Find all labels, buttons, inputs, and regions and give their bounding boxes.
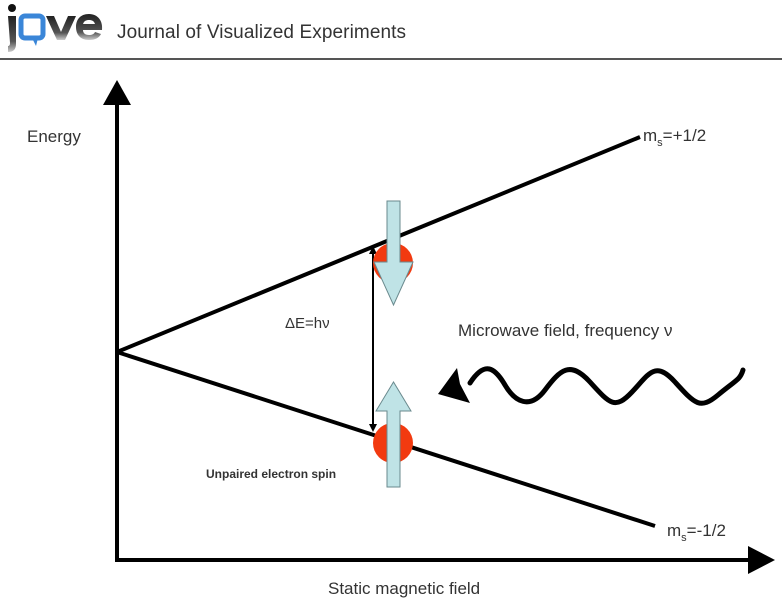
microwave-arrowhead <box>438 368 470 403</box>
journal-header: Journal of Visualized Experiments <box>0 0 782 60</box>
energy-gap-label: ΔE=hν <box>285 315 330 332</box>
x-axis-arrowhead <box>748 546 775 574</box>
upper-level-subscript: s <box>657 137 663 149</box>
header-divider <box>0 58 782 60</box>
upper-energy-level-line <box>116 135 641 354</box>
upper-electron-spin-down <box>373 200 414 307</box>
lower-level-subscript: s <box>681 532 687 544</box>
lower-level-value: =-1/2 <box>687 521 726 540</box>
spin-up-arrow-icon <box>375 381 412 488</box>
upper-level-label: ms=+1/2 <box>643 126 706 149</box>
lower-level-label: ms=-1/2 <box>667 521 726 544</box>
spin-down-arrow-icon <box>373 200 414 307</box>
microwave-label: Microwave field, frequency ν <box>458 321 672 340</box>
upper-level-value: =+1/2 <box>663 126 707 145</box>
y-axis-arrowhead <box>103 80 131 105</box>
journal-title[interactable]: Journal of Visualized Experiments <box>117 22 407 43</box>
epr-energy-diagram: Energy Static magnetic field ms=+1/2 ms=… <box>27 80 775 598</box>
microwave-wave-icon <box>438 366 746 406</box>
svg-text:ms=-1/2: ms=-1/2 <box>667 521 726 544</box>
y-axis-label: Energy <box>27 127 81 146</box>
x-axis-label: Static magnetic field <box>328 579 480 598</box>
lower-level-m: m <box>667 521 681 540</box>
jove-logo[interactable] <box>4 2 112 54</box>
upper-level-m: m <box>643 126 657 145</box>
lower-electron-spin-up <box>373 381 413 488</box>
electron-label: Unpaired electron spin <box>206 467 336 481</box>
svg-text:ms=+1/2: ms=+1/2 <box>643 126 706 149</box>
